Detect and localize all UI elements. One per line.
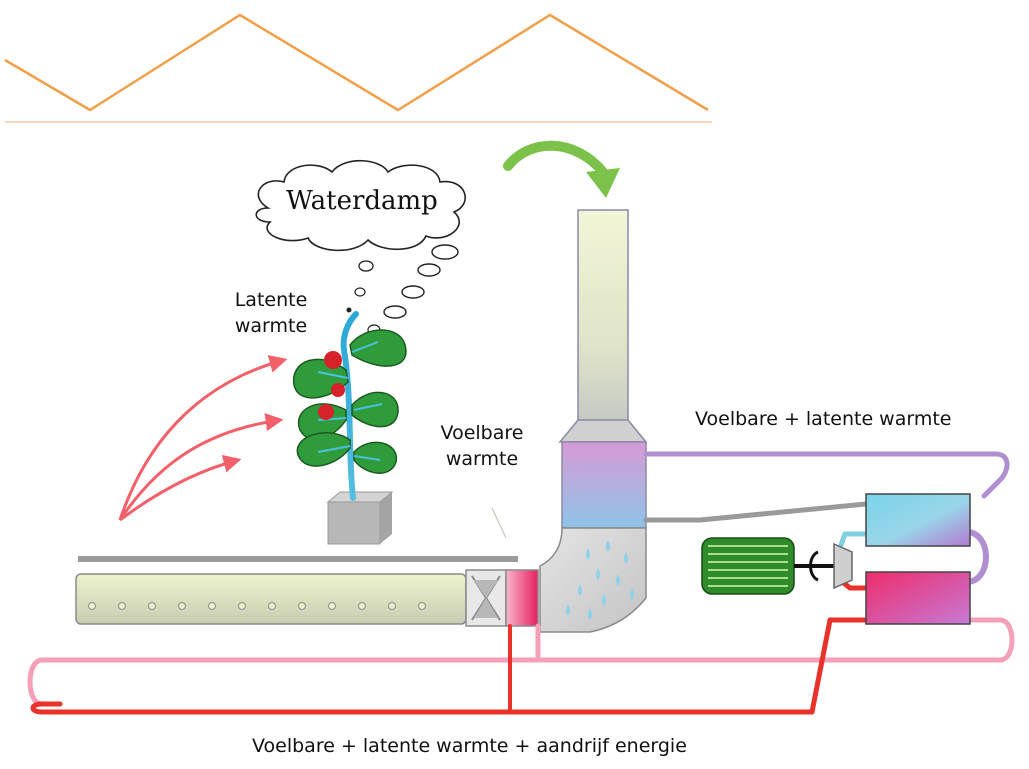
tomato-plant [293, 311, 407, 545]
label-totale-energie: Voelbare + latente warmte + aandrijf ene… [252, 735, 687, 757]
air-flow-arrow [503, 140, 620, 198]
heat-arrows [118, 355, 288, 522]
label-waterdamp: Waterdamp [286, 186, 438, 216]
condenser-unit [865, 571, 971, 625]
compressor [833, 542, 853, 590]
label-latente-line2: warmte [234, 315, 308, 337]
label-voelbare-warmte: Voelbare warmte [418, 420, 546, 472]
evaporator-unit [865, 493, 971, 547]
label-latente-warmte: Latente warmte [216, 287, 326, 339]
condenser-column [539, 209, 648, 633]
heater-coil [505, 569, 539, 627]
greenhouse-roof [4, 13, 712, 123]
fan [465, 569, 507, 627]
voelbare-pointer [491, 507, 507, 539]
label-voelbare-line2: warmte [445, 448, 519, 470]
motor [701, 537, 836, 595]
duct-shelf [78, 556, 518, 562]
label-voelbare-line1: Voelbare [440, 422, 524, 444]
label-voelbare-latente: Voelbare + latente warmte [695, 408, 952, 430]
piping [27, 451, 1015, 715]
air-duct [75, 573, 467, 625]
label-latente-line1: Latente [234, 289, 308, 311]
